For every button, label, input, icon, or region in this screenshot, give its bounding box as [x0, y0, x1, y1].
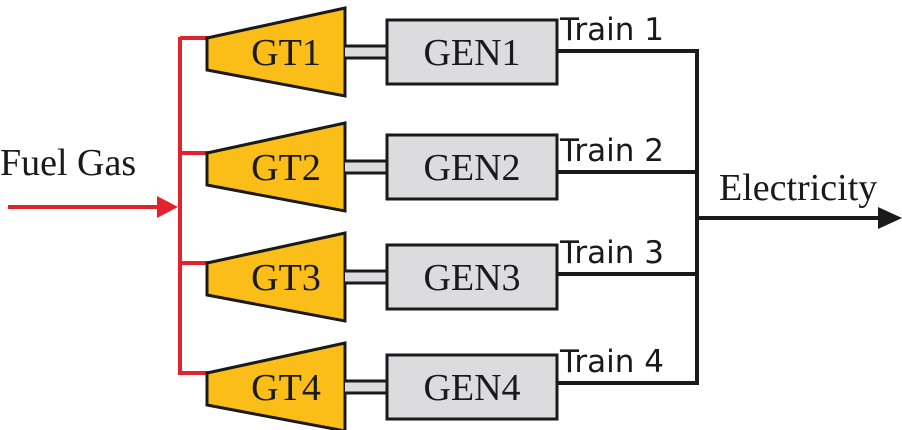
gas-turbine-shape [205, 6, 347, 98]
generator-label: GEN4 [423, 367, 520, 409]
train-label: Train 3 [559, 235, 664, 271]
train-label: Train 4 [559, 344, 664, 380]
generator-box [385, 243, 559, 311]
fuel-gas-input: Fuel Gas [0, 142, 178, 218]
gas-turbine-shape [205, 341, 347, 430]
generator-label: GEN1 [423, 32, 520, 74]
train-row-1: GT1 GEN1 Train 1 [180, 6, 699, 98]
gas-turbine-label: GT3 [251, 257, 321, 299]
electricity-arrowhead [878, 207, 902, 229]
generator-label: GEN2 [423, 147, 520, 189]
shaft [345, 271, 388, 283]
gas-turbine-label: GT4 [251, 367, 321, 409]
gas-turbine-label: GT2 [251, 147, 321, 189]
shaft [345, 46, 388, 58]
generator-box [385, 133, 559, 201]
gas-turbine-shape [205, 231, 347, 323]
fuel-gas-label: Fuel Gas [0, 142, 136, 184]
gas-turbine-label: GT1 [251, 32, 321, 74]
train-row-2: GT2 GEN2 Train 2 [180, 121, 699, 213]
train-row-3: GT3 GEN3 Train 3 [180, 231, 699, 323]
train-label: Train 1 [559, 12, 664, 48]
fuel-gas-arrowhead [157, 196, 178, 218]
electricity-label: Electricity [719, 167, 877, 209]
generator-box [385, 353, 559, 421]
shaft [345, 161, 388, 173]
train-row-4: GT4 GEN4 Train 4 [180, 341, 699, 430]
generator-box [385, 18, 559, 86]
shaft [345, 381, 388, 393]
gas-turbine-shape [205, 121, 347, 213]
train-label: Train 2 [559, 133, 664, 169]
electricity-output: Electricity [695, 50, 902, 385]
generator-label: GEN3 [423, 257, 520, 299]
